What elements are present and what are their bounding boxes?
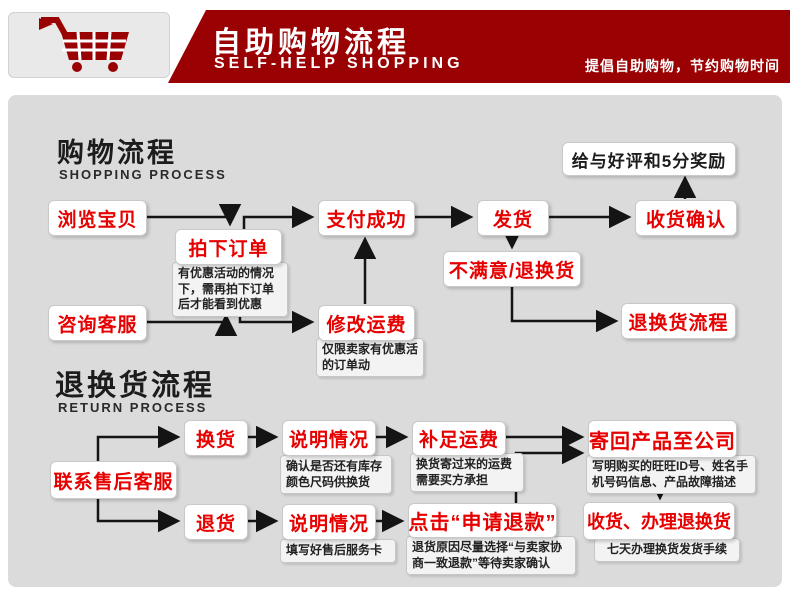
- node-praise: 给与好评和5分奖励: [562, 142, 736, 176]
- page-title: 自助购物流程: [212, 27, 411, 59]
- note-modify: 仅限卖家有优惠活 的订单动: [316, 338, 424, 378]
- node-apply: 点击“申请退款”: [408, 503, 557, 538]
- node-explain1: 说明情况: [282, 420, 376, 456]
- header-tagline: 提倡自助购物，节约购物时间: [585, 58, 780, 74]
- node-pay: 支付成功: [318, 200, 415, 236]
- node-modify: 修改运费: [318, 305, 415, 341]
- note-fee: 换货寄过来的运费 需要买方承担: [410, 453, 524, 493]
- returns-section-subtitle: RETURN PROCESS: [58, 400, 208, 415]
- node-contact: 联系售后客服: [50, 461, 177, 499]
- node-ship: 发货: [477, 200, 549, 236]
- node-receive: 收货、办理退换货: [583, 502, 735, 540]
- shopping-cart-icon: [33, 14, 145, 77]
- shopping-section-title: 购物流程: [57, 138, 177, 168]
- note-order: 有优惠活动的情况 下，需再拍下订单 后才能看到优惠: [172, 262, 288, 317]
- note-explain1: 确认是否还有库存 颜色尺码供换货: [280, 455, 392, 495]
- node-unsatisfied: 不满意/退换货: [443, 251, 581, 287]
- note-receive: 七天办理换货发货手续: [594, 538, 740, 562]
- node-confirm: 收货确认: [635, 200, 737, 236]
- note-explain2: 填写好售后服务卡: [280, 539, 396, 563]
- shopping-section-subtitle: SHOPPING PROCESS: [59, 167, 227, 182]
- note-apply: 退货原因尽量选择“与卖家协 商一致退款”等待卖家确认: [406, 536, 576, 576]
- node-browse: 浏览宝贝: [48, 200, 147, 236]
- returns-section-title: 退换货流程: [55, 370, 216, 402]
- note-sendback: 写明购买的旺旺ID号、姓名手 机号码信息、产品故障描述: [586, 455, 756, 495]
- header-banner: 自助购物流程 SELF-HELP SHOPPING 提倡自助购物，节约购物时间: [168, 10, 790, 83]
- node-exchange: 换货: [184, 420, 248, 456]
- node-consult: 咨询客服: [48, 305, 147, 341]
- cart-icon-panel: [8, 12, 170, 78]
- node-refund: 退货: [184, 504, 248, 540]
- node-fee: 补足运费: [412, 421, 506, 456]
- node-explain2: 说明情况: [282, 504, 376, 540]
- node-order: 拍下订单: [175, 229, 282, 265]
- page-subtitle: SELF-HELP SHOPPING: [214, 55, 464, 72]
- node-returnflow: 退换货流程: [621, 303, 736, 339]
- node-sendback: 寄回产品至公司: [588, 420, 737, 458]
